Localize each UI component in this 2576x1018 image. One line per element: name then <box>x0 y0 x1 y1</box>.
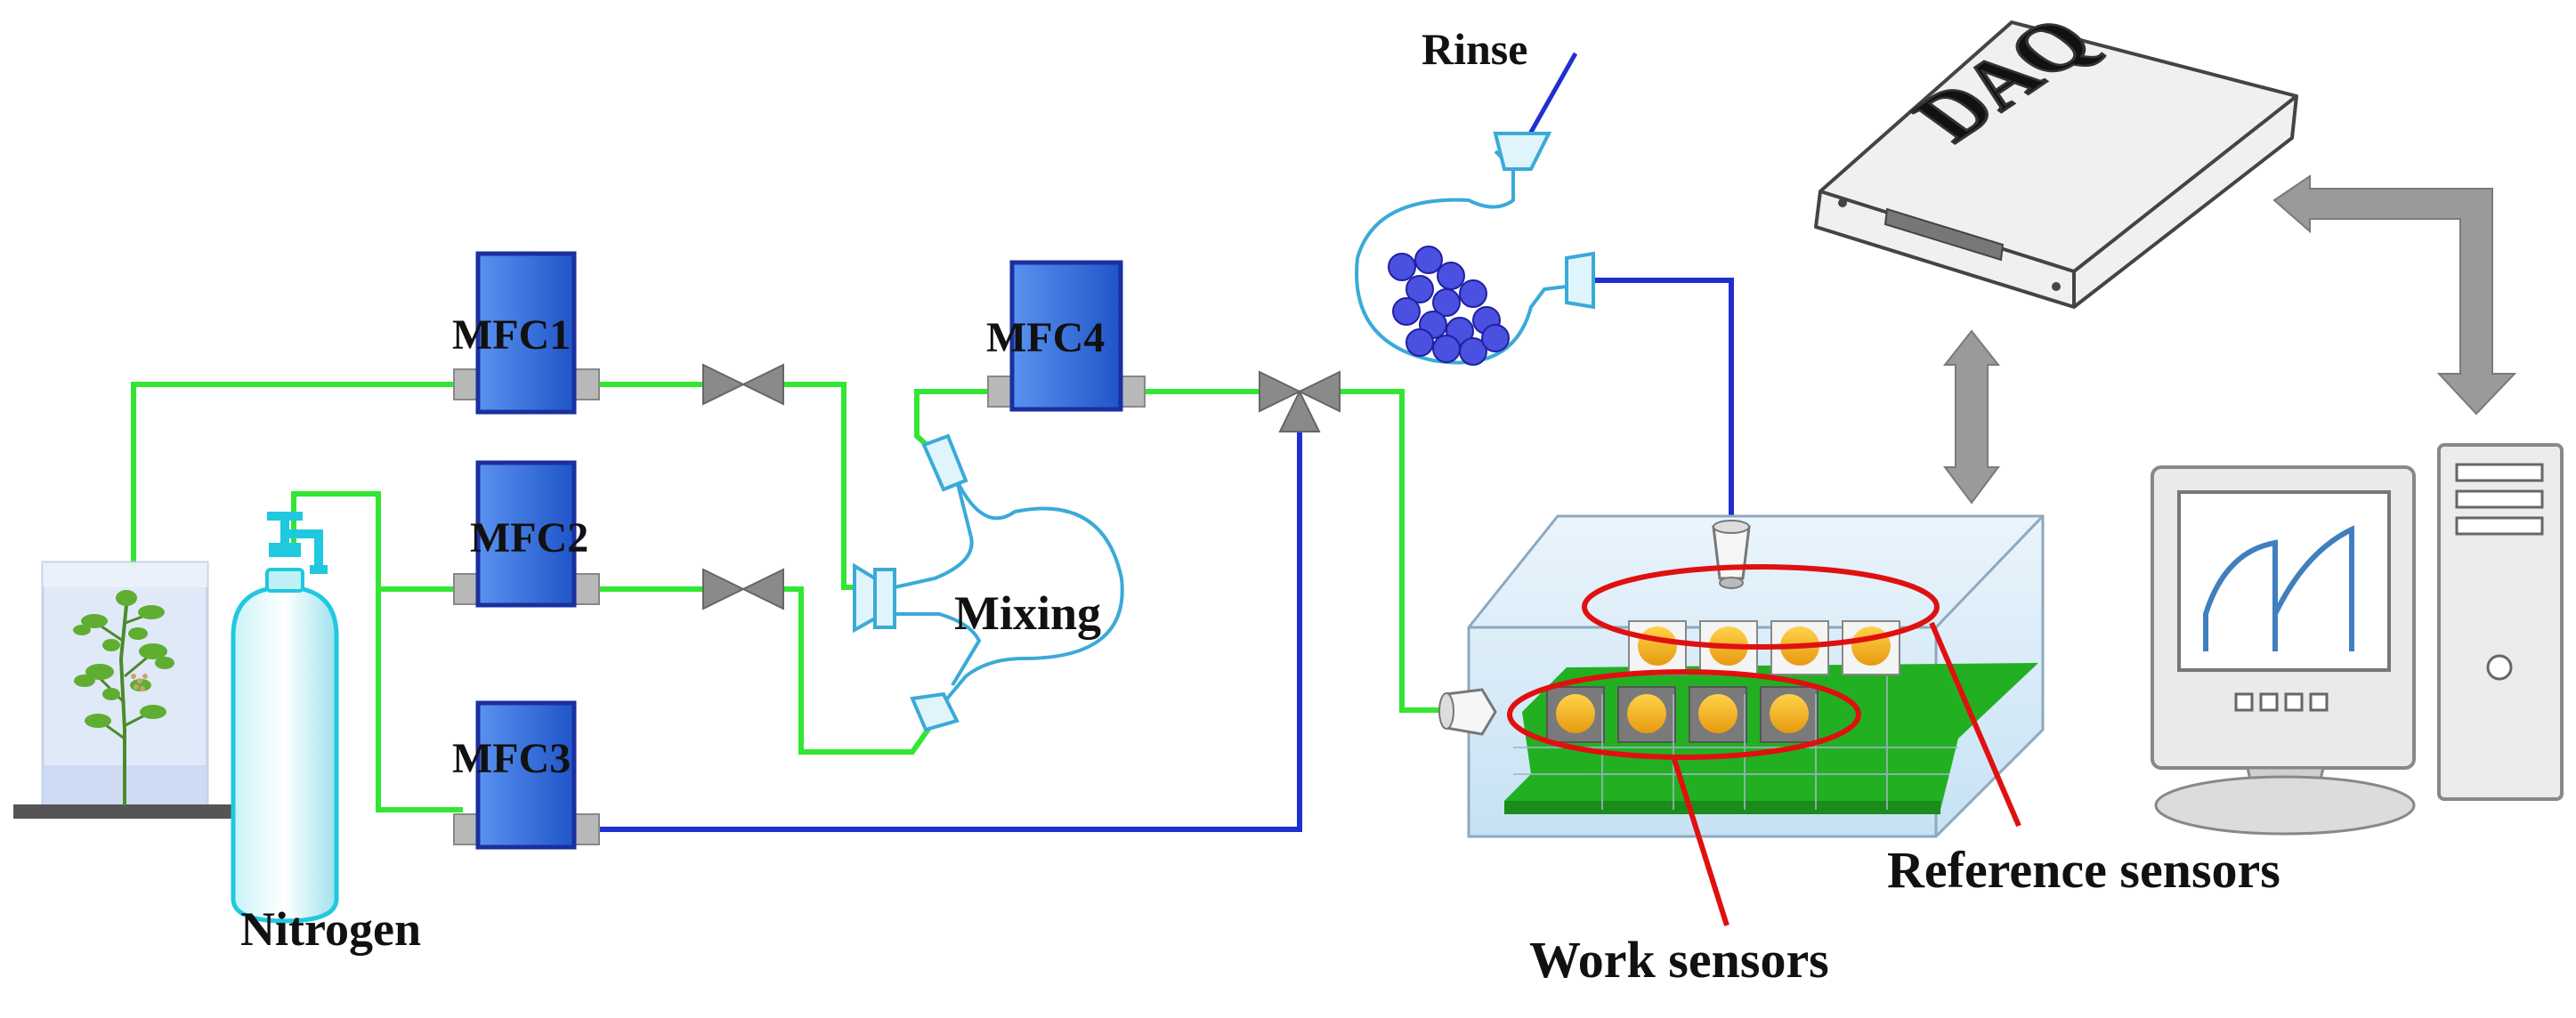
mfc3-label: MFC3 <box>452 735 571 782</box>
plant-enclosure <box>13 561 236 819</box>
work-sensors-callout <box>1671 755 1729 926</box>
computer-tower <box>2437 443 2564 801</box>
reference-sensors-highlight <box>1582 564 1940 650</box>
mfc4-unit <box>987 260 1146 412</box>
daq-device: DAQ <box>1814 2 2298 309</box>
work-sensors-highlight <box>1507 669 1861 760</box>
mfc1-label: MFC1 <box>452 311 571 359</box>
mfc1-unit <box>453 251 600 415</box>
mfc3-bypass-line <box>596 418 1302 832</box>
mixing-label: Mixing <box>954 586 1101 640</box>
mfc3-unit <box>453 700 600 850</box>
sensor-response-curve <box>2203 525 2354 651</box>
three-way-valve <box>1259 370 1341 432</box>
mixing-flask <box>853 433 1124 732</box>
rinse-flask-to-chamber-line <box>1593 278 1734 525</box>
daq-chamber-arrow <box>1942 329 2001 505</box>
rinse-flask <box>1355 132 1595 366</box>
valve1-to-mixing-line <box>783 382 877 590</box>
nitrogen-label: Nitrogen <box>240 902 421 956</box>
work-sensors-label: Work sensors <box>1529 931 1829 989</box>
work-sensor-array <box>1546 686 1819 743</box>
3way-valve-to-chamber-line <box>1340 389 1451 713</box>
reference-sensors-callout <box>1929 621 2021 828</box>
reference-sensors-label: Reference sensors <box>1887 841 2280 899</box>
rinse-label: Rinse <box>1422 24 1527 74</box>
nitrogen-cylinder <box>231 512 339 924</box>
chamber-top-fitting <box>1712 520 1751 589</box>
mfc2-unit <box>453 460 600 608</box>
needle-valve-2 <box>702 568 784 610</box>
plant-to-mfc1-line <box>131 382 463 570</box>
valve2-to-mixing-line <box>783 586 946 755</box>
chamber-inlet-fitting <box>1438 688 1497 736</box>
sensor-chamber <box>1438 514 2045 926</box>
computer-monitor <box>2151 465 2416 836</box>
needle-valve-1 <box>702 363 784 406</box>
rinse-beads <box>1388 246 1510 366</box>
mfc2-label: MFC2 <box>470 514 588 562</box>
plant-icon <box>73 590 174 805</box>
mfc4-label: MFC4 <box>986 314 1105 361</box>
daq-computer-arrow <box>2272 174 2517 416</box>
